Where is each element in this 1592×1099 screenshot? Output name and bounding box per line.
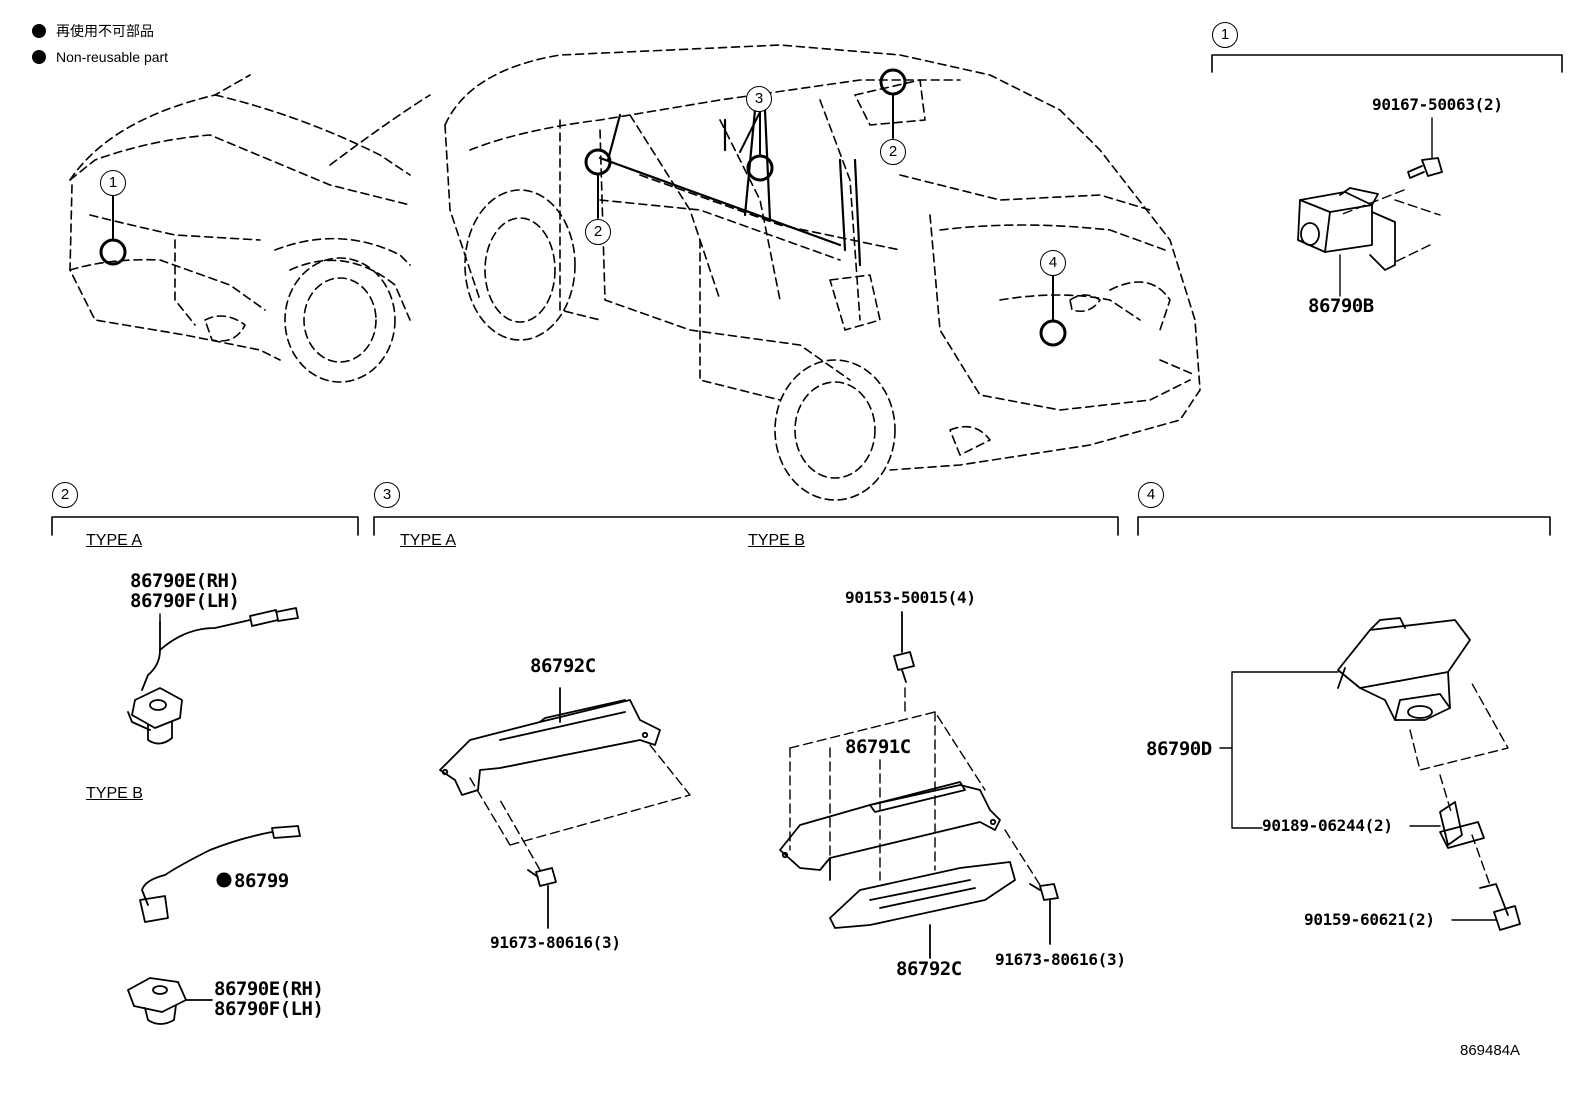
section4-dashes [1409, 679, 1509, 886]
clip-90189-drawing [1439, 801, 1485, 849]
non-reusable-dot-icon [32, 50, 46, 64]
legend-jp-text: 再使用不可部品 [56, 23, 154, 39]
section1-leaders [1339, 117, 1433, 297]
part-label-91673-80616-type-b: 91673-80616(3) [995, 950, 1126, 969]
bracket-86792c-type-a-drawing [439, 687, 661, 796]
bolt-90159-drawing [1479, 883, 1521, 931]
section4-leaders [1219, 671, 1497, 921]
section-brackets [51, 54, 1563, 536]
part-label-91673-80616-type-a: 91673-80616(3) [490, 933, 621, 952]
bolt-90167-drawing [1407, 157, 1443, 179]
section-2-type-a-label: TYPE A [86, 532, 143, 549]
part-label-86799: 86799 [234, 870, 289, 892]
front-vehicle-illustration [69, 74, 431, 383]
part-label-90167-50063: 90167-50063(2) [1372, 95, 1503, 114]
section-3-type-b-label: TYPE B [748, 532, 805, 549]
diagram-document-number: 869484A [1460, 1042, 1521, 1059]
bracket-86792c-type-a-dashes [469, 744, 691, 871]
camera-86790e-type-b-drawing [127, 977, 213, 1025]
camera-86790e-type-a-drawing [127, 607, 299, 745]
section-3-marker: 3 [374, 482, 400, 508]
callout-2-side: 2 [585, 219, 611, 245]
section-4-marker: 4 [1138, 482, 1164, 508]
section-1-marker: 1 [1212, 22, 1238, 48]
legend-english: Non-reusable part [32, 50, 168, 64]
part-label-86792c-type-b: 86792C [896, 958, 962, 980]
non-reusable-dot-86799 [216, 872, 232, 888]
screw-90153-drawing [893, 611, 915, 683]
callout-1-front: 1 [100, 170, 126, 196]
part-label-86790e-rh-type-a: 86790E(RH) [130, 570, 240, 592]
part-label-86790f-lh-type-b: 86790F(LH) [214, 998, 324, 1020]
part-label-90153-50015: 90153-50015(4) [845, 588, 976, 607]
callout-3-cabin: 3 [746, 86, 772, 112]
main-vehicle-illustration [444, 44, 1201, 501]
cabin-pillars [598, 108, 862, 267]
callout-4-rear: 4 [1040, 250, 1066, 276]
cable-86799-drawing [139, 825, 301, 923]
part-label-90159-60621: 90159-60621(2) [1304, 910, 1435, 929]
part-label-86790f-lh-type-a: 86790F(LH) [130, 590, 240, 612]
section-2-marker: 2 [52, 482, 78, 508]
legend-japanese: 再使用不可部品 [32, 24, 154, 38]
camera-86790b-drawing [1297, 187, 1396, 271]
section-2-type-b-label: TYPE B [86, 785, 143, 802]
bracket-86791c-drawing [779, 781, 1001, 881]
screw-91673-type-a-drawing [527, 867, 557, 929]
part-label-86792c-type-a: 86792C [530, 655, 596, 677]
part-label-86790b: 86790B [1308, 295, 1374, 317]
lamp-86792c-drawing [829, 861, 1016, 959]
location-markers [99, 68, 1067, 347]
part-label-90189-06244: 90189-06244(2) [1262, 816, 1393, 835]
non-reusable-dot-icon [32, 24, 46, 38]
section1-dashes [1339, 189, 1441, 263]
legend-en-text: Non-reusable part [56, 49, 169, 65]
part-label-86791c: 86791C [845, 736, 911, 758]
camera-86790d-drawing [1337, 617, 1471, 721]
part-label-86790e-rh-type-b: 86790E(RH) [214, 978, 324, 1000]
section3b-dashes [789, 687, 1041, 886]
part-label-86790d: 86790D [1146, 738, 1212, 760]
screw-91673-type-b-drawing [1029, 883, 1059, 945]
section-3-type-a-label: TYPE A [400, 532, 457, 549]
callout-2-roof: 2 [880, 139, 906, 165]
